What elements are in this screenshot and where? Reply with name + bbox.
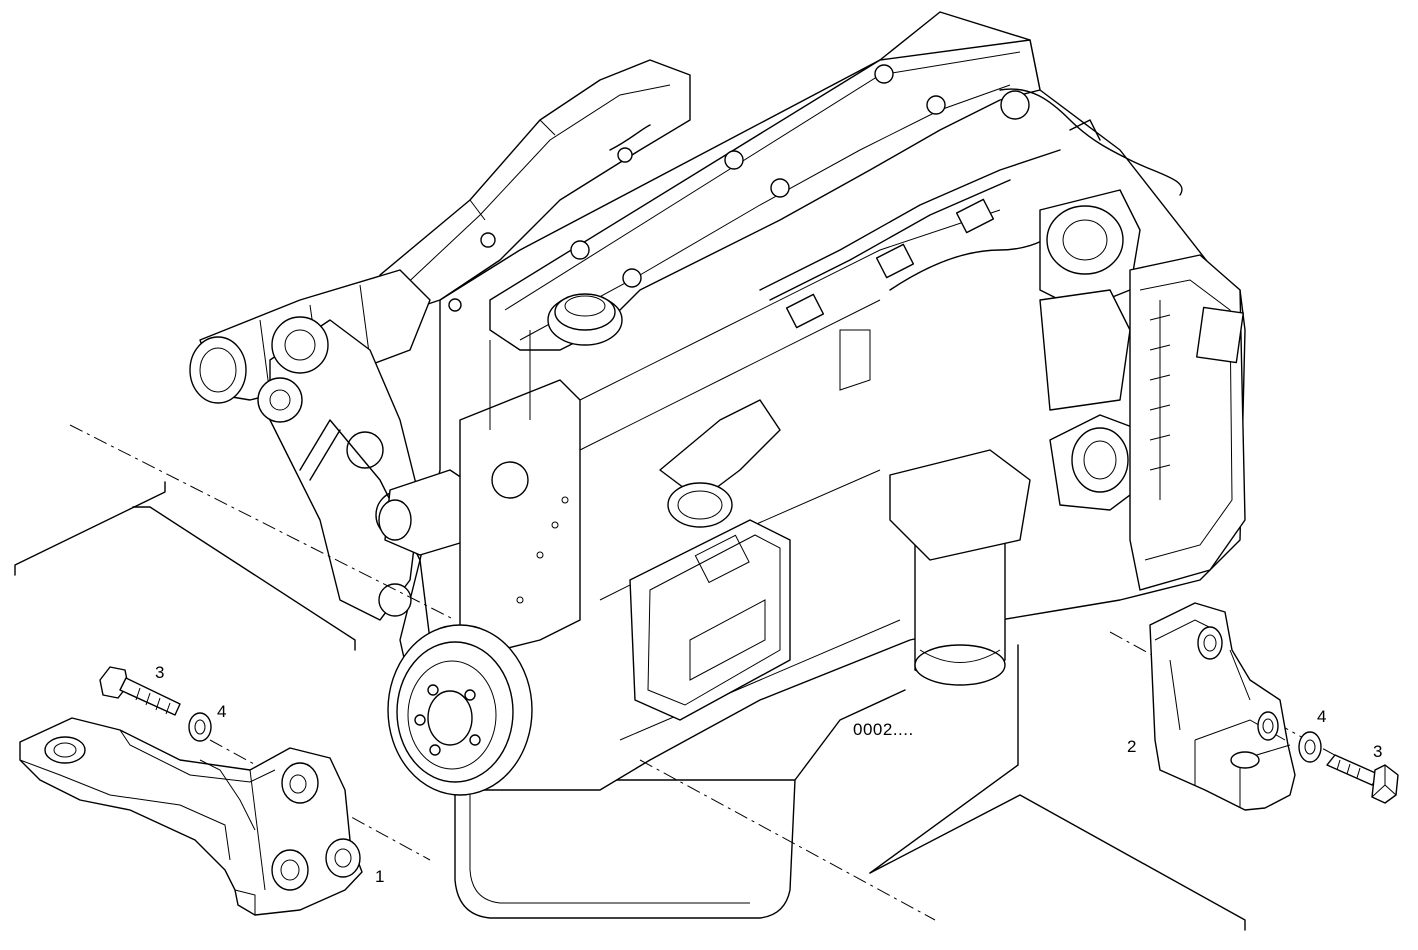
callout-left-washer: 4 <box>217 702 226 721</box>
right-mount-bracket <box>1149 602 1296 811</box>
left-bolt <box>99 666 181 716</box>
callouts: 3 4 1 2 4 3 0002.... <box>155 663 1382 886</box>
reference-planes <box>14 481 1246 931</box>
callout-right-bolt: 3 <box>1373 742 1382 761</box>
engine-assembly <box>189 11 1246 919</box>
left-mount-bracket <box>19 717 363 916</box>
drawing-code: 0002.... <box>853 720 914 739</box>
left-washer <box>188 712 212 742</box>
right-washer <box>1298 731 1322 763</box>
callout-right-washer: 4 <box>1317 707 1326 726</box>
callout-left-bracket: 1 <box>375 867 384 886</box>
right-bolt <box>1326 754 1399 804</box>
callout-left-bolt: 3 <box>155 663 164 682</box>
callout-right-bracket: 2 <box>1127 737 1136 756</box>
